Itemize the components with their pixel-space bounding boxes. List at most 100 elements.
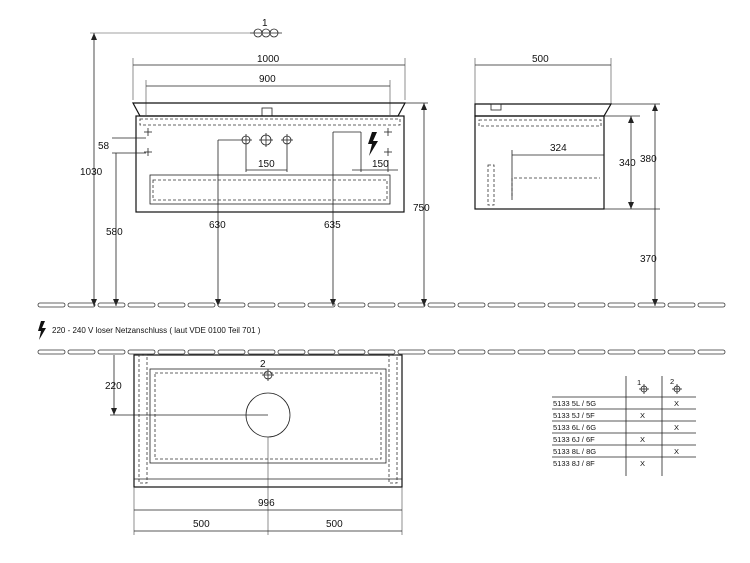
tile [547, 349, 576, 355]
tile [607, 349, 636, 355]
tile [157, 302, 186, 308]
tile [247, 349, 276, 355]
tile [577, 302, 606, 308]
svg-text:X: X [640, 435, 645, 444]
svg-text:5133 8J / 8F: 5133 8J / 8F [553, 459, 595, 468]
tile [427, 349, 456, 355]
wall-line-bottom [37, 349, 726, 355]
dim-500-right: 500 [326, 519, 343, 530]
table-row: 5133 8L / 8G X [552, 444, 696, 456]
floor-line-top [37, 302, 726, 308]
dim-1030: 1030 [80, 167, 103, 178]
tile [187, 302, 216, 308]
table-row: 5133 5J / 5F X [552, 408, 696, 420]
svg-text:5133 6J / 6F: 5133 6J / 6F [553, 435, 595, 444]
cabinet-body [135, 115, 405, 213]
table-row: 5133 6J / 6F X [552, 432, 696, 444]
tile [97, 349, 126, 355]
tile [37, 349, 66, 355]
dim-220: 220 [105, 381, 122, 392]
dim-1000: 1000 [257, 54, 280, 65]
tile [637, 302, 666, 308]
svg-text:5133 6L / 6G: 5133 6L / 6G [553, 423, 596, 432]
dim-500-left: 500 [193, 519, 210, 530]
tile [697, 349, 726, 355]
svg-text:X: X [674, 423, 679, 432]
svg-text:X: X [640, 411, 645, 420]
tile [97, 302, 126, 308]
dim-370: 370 [640, 254, 657, 265]
table-row: 5133 8J / 8F X [552, 456, 696, 468]
dim-380: 380 [640, 154, 657, 165]
power-note-text: 220 - 240 V loser Netzanschluss ( laut V… [52, 326, 261, 335]
tile [307, 349, 336, 355]
tile [397, 302, 426, 308]
side-cabinet [474, 115, 605, 210]
dim-340: 340 [619, 158, 636, 169]
dim-150-center: 150 [258, 159, 275, 170]
dim-500-depth: 500 [532, 54, 549, 65]
tile [37, 302, 66, 308]
tile [607, 302, 636, 308]
tile [337, 302, 366, 308]
tile [637, 349, 666, 355]
table-row: 5133 6L / 6G X [552, 420, 696, 432]
dim-750: 750 [413, 203, 430, 214]
svg-text:X: X [674, 447, 679, 456]
marker-2-label: 2 [260, 359, 266, 370]
tile [667, 302, 696, 308]
tile [457, 302, 486, 308]
top-view: 2 220 996 500 500 [105, 354, 403, 535]
tile [547, 302, 576, 308]
washbasin-top [131, 102, 407, 117]
tile [367, 302, 396, 308]
siphon-table-icon [639, 384, 649, 394]
tile [277, 349, 306, 355]
dim-635: 635 [324, 220, 341, 231]
tap-connection-icon [240, 133, 293, 147]
tile [187, 349, 216, 355]
tile [247, 302, 276, 308]
dim-630: 630 [209, 220, 226, 231]
power-icon [368, 132, 378, 156]
svg-text:5133 5J / 5F: 5133 5J / 5F [553, 411, 595, 420]
variant-table: 1 2 5133 5L / 5G X 5133 5J / 5F X 5133 6… [552, 376, 696, 476]
dim-996: 996 [258, 498, 275, 509]
svg-text:5133 8L / 8G: 5133 8L / 8G [553, 447, 596, 456]
table-col2-header: 2 [670, 377, 674, 386]
tile [367, 349, 396, 355]
tile [337, 349, 366, 355]
dim-58: 58 [98, 141, 110, 152]
tile [217, 302, 246, 308]
table-col1-header: 1 [637, 378, 641, 387]
tile [157, 349, 186, 355]
tile [127, 302, 156, 308]
dim-900: 900 [259, 74, 276, 85]
tile [307, 302, 336, 308]
tile [517, 302, 546, 308]
power-note: 220 - 240 V loser Netzanschluss ( laut V… [38, 321, 261, 340]
tile [577, 349, 606, 355]
tile [667, 349, 696, 355]
front-view: 1 1030 1000 900 [80, 18, 430, 306]
drain-table-icon [672, 384, 682, 394]
drain-position-icon [262, 369, 274, 381]
dim-324: 324 [550, 143, 567, 154]
tile [487, 349, 516, 355]
dim-150-right: 150 [372, 159, 389, 170]
tile [697, 302, 726, 308]
tile [397, 349, 426, 355]
table-row: 5133 5L / 5G X [552, 396, 696, 408]
tile [67, 349, 96, 355]
dim-580: 580 [106, 227, 123, 238]
tile [517, 349, 546, 355]
tile [487, 302, 516, 308]
power-note-icon [38, 321, 46, 340]
tile [277, 302, 306, 308]
tile [427, 302, 456, 308]
tile [127, 349, 156, 355]
siphon-icon [250, 28, 282, 38]
svg-text:X: X [640, 459, 645, 468]
svg-text:5133 5L / 5G: 5133 5L / 5G [553, 399, 596, 408]
